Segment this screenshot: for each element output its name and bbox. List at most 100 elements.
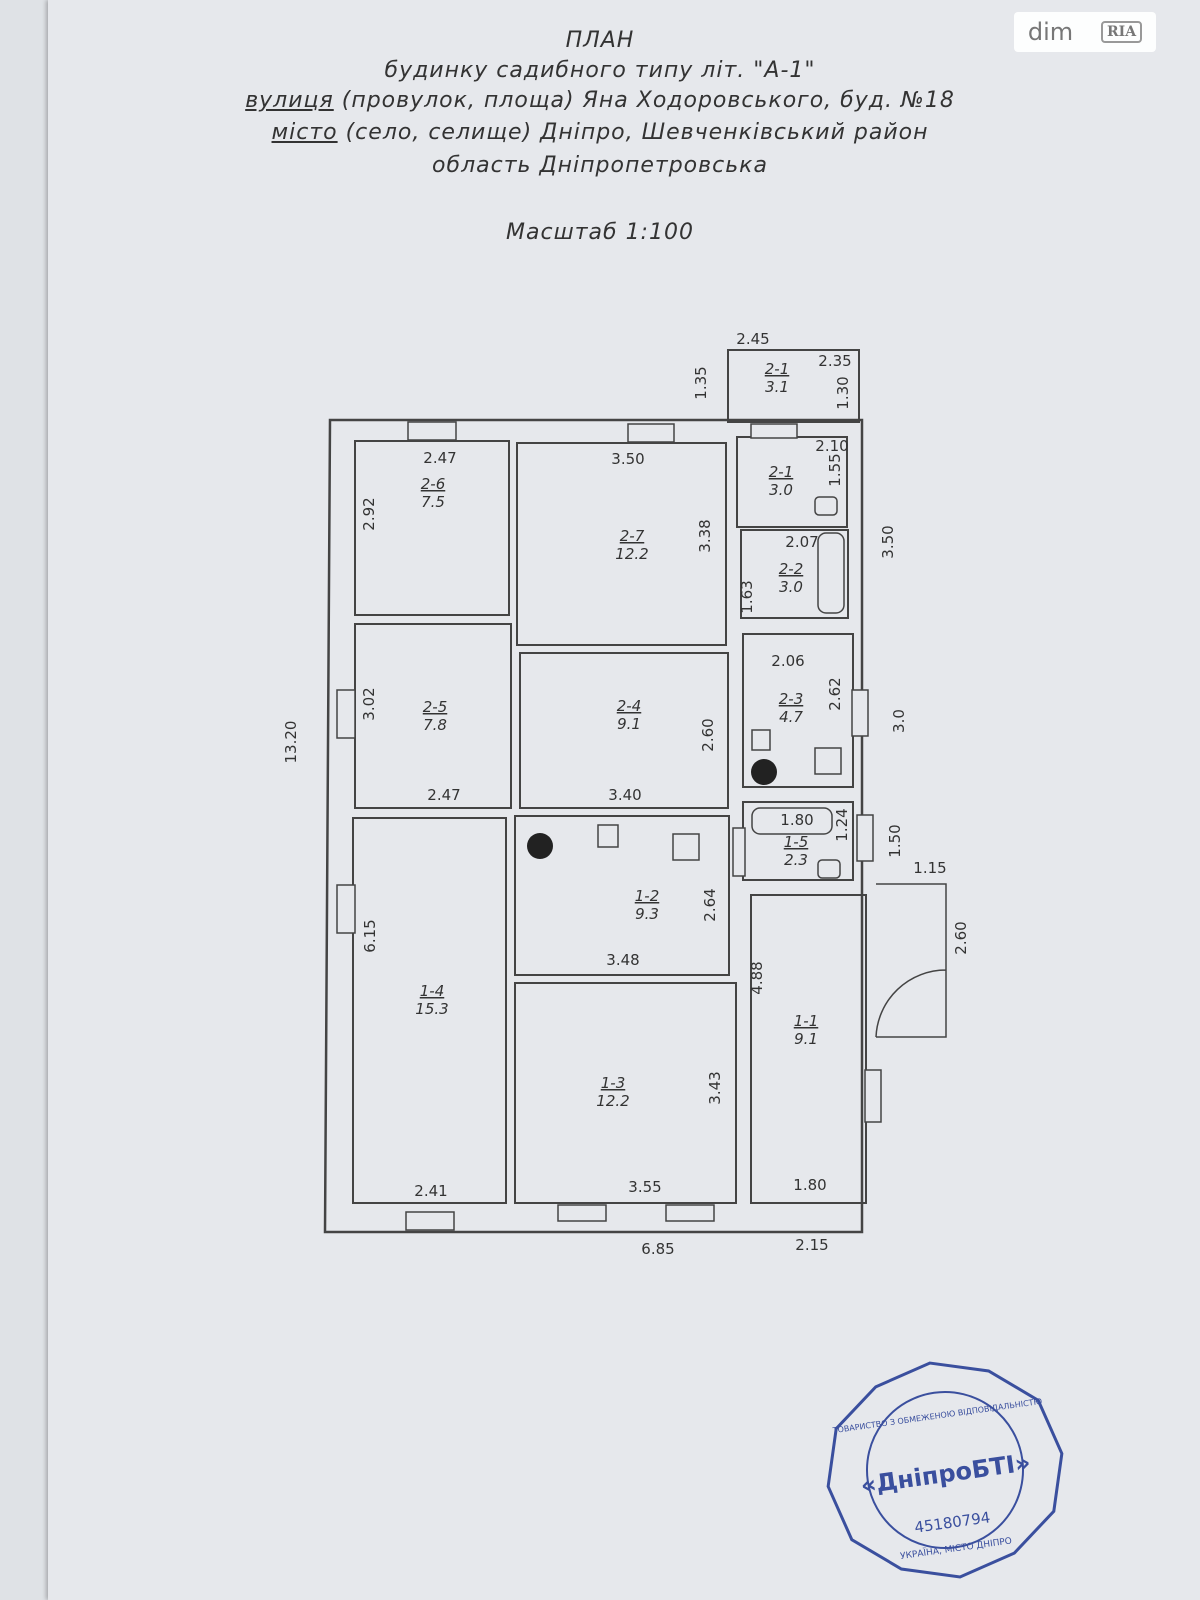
spiral-stair — [875, 883, 947, 1038]
room-id-label: 2-1 — [765, 360, 790, 378]
dimension-label: 3.40 — [608, 786, 641, 804]
dimension-label: 1.80 — [793, 1176, 826, 1194]
dimension-label: 2.35 — [818, 352, 851, 370]
dimension-label: 1.55 — [826, 453, 844, 486]
scale-label: Масштаб 1:100 — [506, 220, 694, 245]
dimension-label: 1.30 — [834, 376, 852, 409]
dimension-label: 4.88 — [748, 961, 766, 994]
sink — [597, 824, 619, 848]
window — [557, 1204, 607, 1222]
room-id-label: 1-4 — [420, 982, 445, 1000]
dimension-label: 3.48 — [606, 951, 639, 969]
room-id-label: 1-2 — [635, 887, 660, 905]
dimension-label: 2.60 — [699, 718, 717, 751]
room-2-6 — [354, 440, 510, 616]
dimension-label: 6.85 — [641, 1240, 674, 1258]
dimension-label: 6.15 — [361, 919, 379, 952]
room-id-label: 2-1 — [769, 463, 794, 481]
dimension-label: 3.43 — [706, 1071, 724, 1104]
room-2-2-bath — [740, 529, 849, 619]
room-area-label: 9.1 — [794, 1030, 818, 1048]
plan-title: ПЛАН — [565, 28, 635, 53]
porch-2-1 — [727, 349, 860, 423]
room-area-label: 7.8 — [423, 716, 447, 734]
window — [336, 689, 356, 739]
dimension-label: 3.55 — [628, 1178, 661, 1196]
dimension-label: 2.10 — [815, 437, 848, 455]
city-value: (село, селище) Дніпро, Шевченківський ра… — [337, 120, 929, 145]
stove — [814, 747, 842, 775]
stamp-ring-text-bottom: УКРАЇНА, МІСТО ДНІПРО — [900, 1535, 1013, 1562]
room-2-7 — [516, 442, 727, 646]
window — [405, 1211, 455, 1231]
room-id-label: 2-7 — [620, 527, 645, 545]
dimension-label: 2.62 — [826, 677, 844, 710]
bathtub — [751, 807, 833, 835]
room-1-4 — [352, 817, 507, 1204]
room-id-label: 2-2 — [779, 560, 804, 578]
outer-wall — [323, 418, 864, 1234]
document-page — [48, 0, 1200, 1600]
dimension-label: 1.35 — [692, 366, 710, 399]
dimension-label: 2.47 — [423, 449, 456, 467]
dimension-label: 1.63 — [738, 580, 756, 613]
boiler-icon — [751, 759, 777, 785]
room-id-label: 2-4 — [617, 697, 642, 715]
stamp-code: 45180794 — [913, 1508, 991, 1536]
dimension-label: 2.45 — [736, 330, 769, 348]
window — [407, 421, 457, 441]
room-id-label: 1-1 — [794, 1012, 819, 1030]
dimension-label: 1.15 — [913, 859, 946, 877]
dimension-label: 1.80 — [780, 811, 813, 829]
room-id-label: 1-5 — [784, 833, 809, 851]
room-id-label: 2-6 — [421, 475, 446, 493]
window — [851, 689, 869, 737]
dimension-label: 2.92 — [360, 497, 378, 530]
room-area-label: 3.1 — [765, 378, 789, 396]
window — [336, 884, 356, 934]
stamp-name: «ДніпроБТІ» — [859, 1448, 1032, 1500]
dimension-label: 3.02 — [360, 687, 378, 720]
stamp-border — [826, 1361, 1064, 1579]
room-area-label: 7.5 — [421, 493, 445, 511]
watermark-ria-logo: RIA — [1101, 21, 1143, 43]
room-area-label: 4.7 — [779, 708, 803, 726]
watermark-brand: dim — [1027, 18, 1074, 46]
window — [732, 827, 746, 877]
room-area-label: 2.3 — [784, 851, 808, 869]
room-area-label: 15.3 — [415, 1000, 448, 1018]
official-stamp: «ДніпроБТІ» 45180794 ТОВАРИСТВО З ОБМЕЖЕ… — [826, 1361, 1064, 1579]
dimension-label: 3.50 — [611, 450, 644, 468]
bathtub — [817, 532, 845, 614]
street-label: вулиця — [245, 88, 334, 113]
dimension-label: 2.07 — [785, 533, 818, 551]
city-line: місто (село, селище) Дніпро, Шевченківсь… — [0, 120, 1200, 145]
dimension-label: 3.50 — [879, 525, 897, 558]
stove — [672, 833, 700, 861]
dimension-label: 2.41 — [414, 1182, 447, 1200]
room-1-3 — [514, 982, 737, 1204]
dimension-label: 2.47 — [427, 786, 460, 804]
dimension-label: 2.06 — [771, 652, 804, 670]
room-area-label: 12.2 — [596, 1092, 629, 1110]
building-type-line: будинку садибного типу літ. "А-1" — [384, 58, 816, 83]
street-line: вулиця (провулок, площа) Яна Ходоровсько… — [0, 88, 1200, 113]
dimension-label: 13.20 — [282, 721, 300, 764]
window — [665, 1204, 715, 1222]
dimension-label: 3.0 — [890, 709, 908, 733]
toilet — [817, 859, 841, 879]
room-2-4 — [519, 652, 729, 809]
toilet — [814, 496, 838, 516]
dimension-label: 3.38 — [696, 519, 714, 552]
room-1-2 — [514, 815, 730, 976]
dimension-label: 2.64 — [701, 888, 719, 921]
room-area-label: 3.0 — [769, 481, 793, 499]
room-area-label: 9.3 — [635, 905, 659, 923]
region-line: область Дніпропетровська — [432, 153, 768, 178]
room-area-label: 9.1 — [617, 715, 641, 733]
dimension-label: 1.50 — [886, 824, 904, 857]
dimension-label: 2.60 — [952, 921, 970, 954]
window — [750, 423, 798, 439]
window — [864, 1069, 882, 1123]
